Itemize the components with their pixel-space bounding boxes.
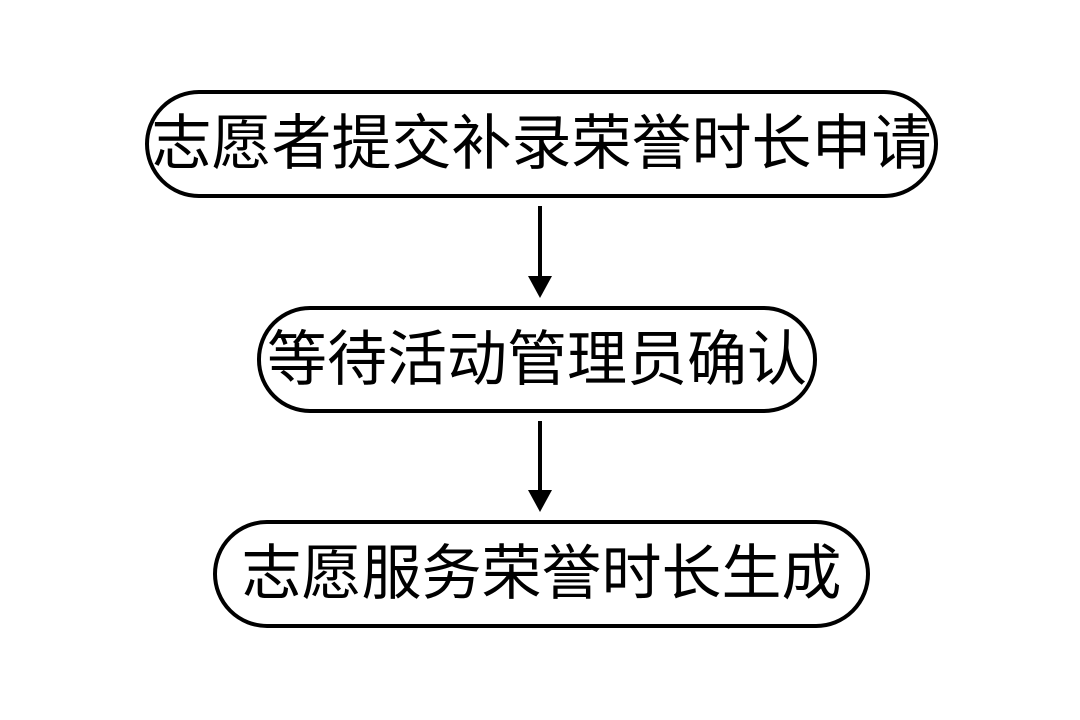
flow-arrow-step2-to-step3 [526, 421, 554, 512]
arrow-shaft [538, 421, 542, 491]
flowchart-node-wait-admin-confirm: 等待活动管理员确认 [257, 306, 817, 413]
flowchart-node-label: 等待活动管理员确认 [267, 324, 807, 395]
arrow-down-icon [528, 276, 552, 298]
flowchart-node-submit-application: 志愿者提交补录荣誉时长申请 [145, 90, 938, 198]
flowchart-node-label: 志愿服务荣誉时长生成 [241, 539, 842, 609]
arrow-down-icon [528, 490, 552, 512]
flow-arrow-step1-to-step2 [526, 206, 554, 298]
flowchart-node-label: 志愿者提交补录荣誉时长申请 [151, 109, 932, 179]
arrow-shaft [538, 206, 542, 278]
flowchart-node-hours-generated: 志愿服务荣誉时长生成 [213, 520, 870, 628]
